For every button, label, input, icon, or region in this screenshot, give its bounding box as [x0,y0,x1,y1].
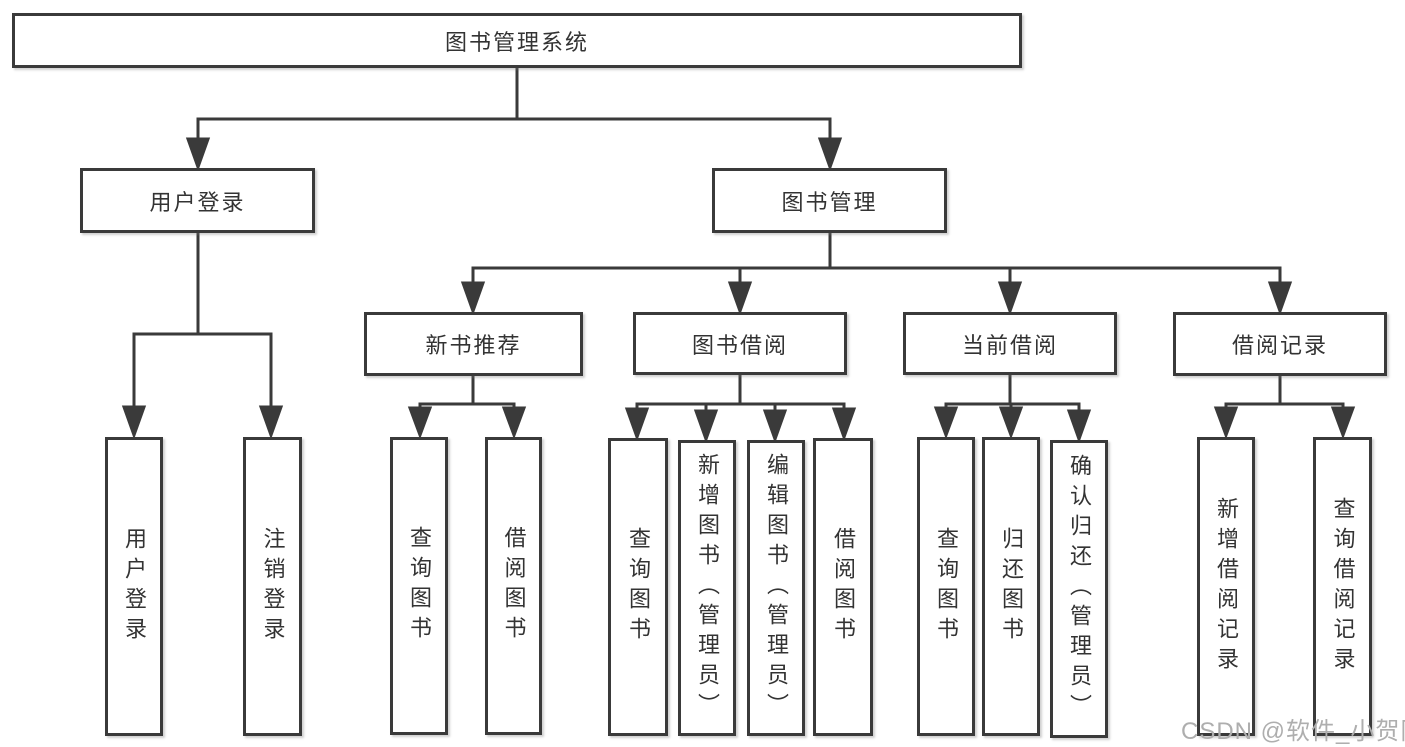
node-book-management: 图书管理 [712,168,947,233]
node-label: 注销登录 [260,526,286,647]
leaf-query-books-current: 查询图书 [917,437,975,736]
leaf-edit-book-admin: 编辑图书（管理员） [747,440,805,736]
node-library-management-system: 图书管理系统 [12,13,1022,68]
node-new-book-recommend: 新书推荐 [364,312,583,376]
node-label: 借阅图书 [831,527,856,647]
node-label: 编辑图书（管理员） [764,453,789,723]
node-label: 查询图书 [934,526,959,647]
node-borrow-records: 借阅记录 [1173,312,1387,376]
leaf-add-book-admin: 新增图书（管理员） [678,440,736,736]
node-book-borrow: 图书借阅 [633,312,847,375]
node-label: 借阅记录 [1231,333,1328,358]
node-label: 新书推荐 [425,333,522,358]
node-label: 新增图书（管理员） [695,453,720,723]
node-label: 图书管理系统 [444,29,589,55]
leaf-borrow-books-recommend: 借阅图书 [485,437,542,735]
leaf-logout-login: 注销登录 [243,437,302,736]
node-label: 用户登录 [122,526,147,647]
csdn-watermark: CSDN @软件_小贺同学 [1181,718,1405,745]
node-label: 查询图书 [407,526,432,646]
leaf-user-login: 用户登录 [105,437,163,736]
leaf-query-borrow-record: 查询借阅记录 [1313,437,1372,736]
leaf-confirm-return-admin: 确认归还（管理员） [1050,440,1108,738]
node-label: 借阅图书 [501,526,527,646]
node-label: 归还图书 [999,526,1024,647]
leaf-query-books-recommend: 查询图书 [390,437,448,735]
node-label: 图书管理 [781,189,878,215]
node-label: 查询借阅记录 [1330,496,1356,677]
node-label: 确认归还（管理员） [1067,454,1092,724]
leaf-add-borrow-record: 新增借阅记录 [1197,437,1255,736]
leaf-borrow-books-borrow: 借阅图书 [813,438,873,736]
node-label: 新增借阅记录 [1214,496,1239,677]
node-label: 查询图书 [626,527,651,647]
node-label: 用户登录 [149,189,246,215]
node-label: 图书借阅 [691,332,788,358]
node-user-login: 用户登录 [80,168,315,233]
leaf-query-books-borrow: 查询图书 [608,438,668,736]
node-current-borrow: 当前借阅 [903,312,1117,375]
node-label: 当前借阅 [961,332,1058,358]
leaf-return-book: 归还图书 [982,437,1040,736]
